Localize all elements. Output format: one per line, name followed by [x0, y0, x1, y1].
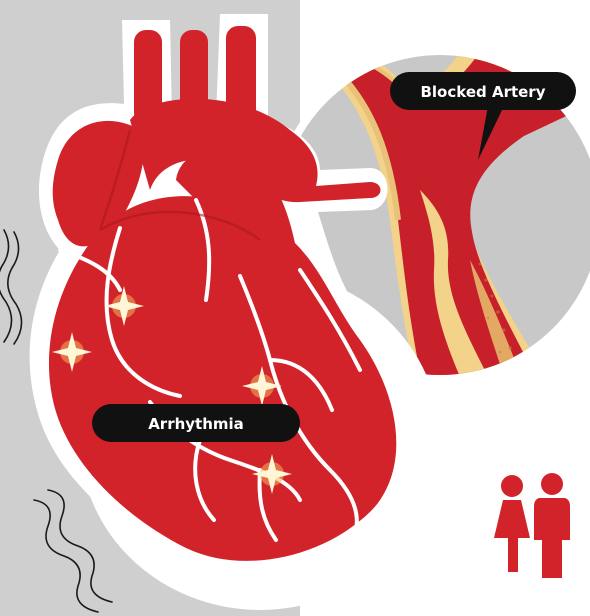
- woman-icon: [494, 475, 530, 572]
- man-icon: [534, 473, 570, 578]
- blocked-artery-label: Blocked Artery: [420, 83, 545, 101]
- arrhythmia-callout: Arrhythmia: [92, 404, 300, 442]
- arrhythmia-label: Arrhythmia: [148, 415, 244, 433]
- people-icons: [494, 473, 570, 578]
